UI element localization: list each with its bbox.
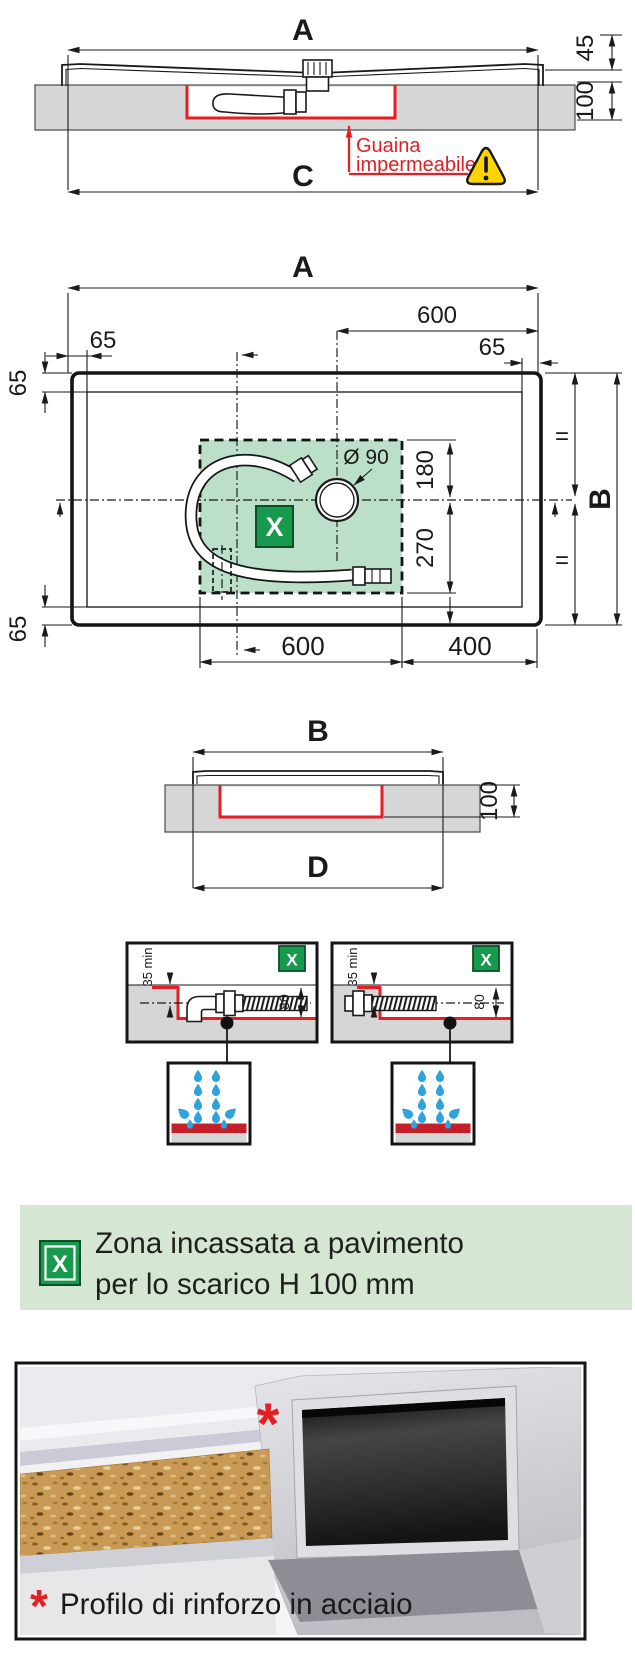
dim-label-b-plan: B <box>584 488 617 510</box>
x-marker-icon-legend: X <box>39 1240 81 1286</box>
legend-banner: X Zona incassata a pavimento per lo scar… <box>20 1205 632 1310</box>
shower-spray-box-right <box>390 1061 476 1146</box>
steel-profile-photo: * <box>20 1367 581 1635</box>
equal-mark-upper: = <box>555 423 569 450</box>
dim-label-b-side: B <box>307 715 329 748</box>
top-cross-section: A 45 100 Guaina impermeabile C <box>34 14 622 196</box>
dim-100-side: 100 <box>476 781 503 821</box>
dim-label-a-top: A <box>292 14 314 47</box>
dim-35-min-left: 35 min <box>140 947 155 986</box>
asterisk-marker: * <box>257 1392 280 1457</box>
drain-fitting-elbow <box>186 990 308 1023</box>
waterproof-membrane-outline-side <box>218 785 384 819</box>
dim-label-a-plan: A <box>292 251 314 284</box>
caption-asterisk: * <box>30 1580 48 1632</box>
shower-tray-profile <box>61 59 544 115</box>
warning-icon <box>466 146 506 186</box>
x-marker-label: X <box>265 512 283 542</box>
legend-text-line2: per lo scarico H 100 mm <box>95 1268 415 1301</box>
drain-fitting-straight <box>344 990 437 1017</box>
dim-80-left: 80 <box>276 994 292 1010</box>
dim-65-left-lower: 65 <box>5 616 32 643</box>
detail-right: 35 min 80 X <box>330 941 514 1146</box>
callout-dot-left <box>220 1016 234 1030</box>
drain-hole <box>314 477 360 523</box>
dim-65-left-upper: 65 <box>5 370 32 397</box>
shower-spray-box-left <box>166 1061 252 1146</box>
plan-view: Ø 90 X A 600 65 65 65 65 180 270 = = B 6… <box>5 251 622 668</box>
dim-diameter: Ø 90 <box>343 446 389 469</box>
side-cross-section: B 100 D <box>164 715 520 892</box>
drain-hose <box>184 453 392 586</box>
membrane-label-line2: impermeabile <box>356 154 476 176</box>
shower-tray-profile-side <box>192 770 444 784</box>
x-marker-icon-detail-right: X <box>472 945 500 972</box>
callout-dot-right <box>443 1016 457 1030</box>
dim-180: 180 <box>412 450 439 490</box>
photo-caption: Profilo di rinforzo in acciaio <box>60 1588 413 1621</box>
dim-65-top-left: 65 <box>90 327 117 354</box>
dim-600-top: 600 <box>417 302 457 329</box>
equal-mark-lower: = <box>555 547 569 574</box>
dim-65-top-right: 65 <box>479 334 506 361</box>
steel-profile-opening <box>302 1398 508 1546</box>
dim-35-min-right: 35 min <box>345 947 360 986</box>
legend-text-line1: Zona incassata a pavimento <box>95 1227 464 1260</box>
dim-label-d: D <box>307 851 329 884</box>
membrane-callout: Guaina impermeabile <box>345 125 476 176</box>
svg-text:X: X <box>480 951 492 970</box>
detail-left: 35 min 80 X <box>125 941 319 1146</box>
x-marker-icon-plan: X <box>255 505 294 548</box>
dim-label-c: C <box>292 160 314 193</box>
dim-80-right: 80 <box>471 994 487 1010</box>
dim-270: 270 <box>412 528 439 568</box>
svg-text:X: X <box>286 951 298 970</box>
dim-600-bottom: 600 <box>281 631 324 661</box>
photo-panel: * * Profilo di rinforzo in acciaio <box>14 1361 587 1641</box>
drain-trap <box>212 93 294 115</box>
dim-400-bottom: 400 <box>448 631 491 661</box>
waterproof-membrane-outline <box>185 85 397 120</box>
membrane-label-line1: Guaina <box>356 135 421 157</box>
dim-45: 45 <box>572 35 599 62</box>
x-marker-icon-detail-left: X <box>278 945 306 972</box>
svg-text:X: X <box>52 1251 68 1278</box>
dim-100-top: 100 <box>572 81 599 121</box>
